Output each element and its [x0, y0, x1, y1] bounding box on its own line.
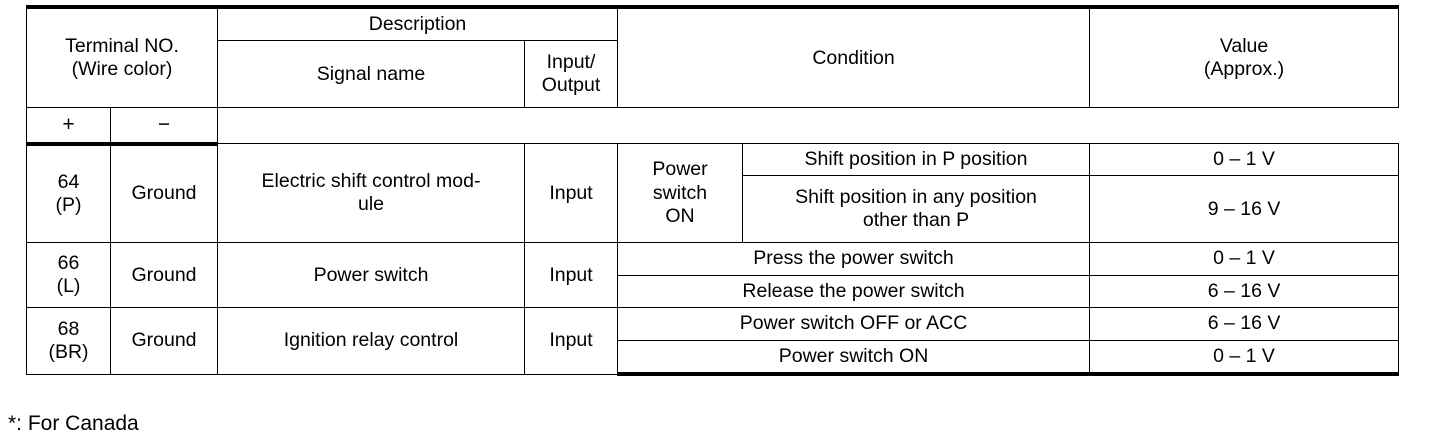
header-value-line2: (Approx.) [1203, 58, 1285, 81]
table-header-row-2: Signal name Input/ Output [27, 40, 1399, 109]
header-signal-name: Signal name [217, 40, 525, 109]
row-value: 0 – 1 V [1089, 339, 1400, 377]
header-terminal-no: Terminal NO. (Wire color) [26, 5, 218, 109]
terminal-specification-table: Terminal NO. (Wire color) Description Co… [26, 5, 1400, 377]
row-signal-name: Ignition relay control [217, 307, 525, 375]
header-terminal-minus: − [110, 107, 218, 146]
header-value-line1: Value [1219, 34, 1269, 57]
row-input-output: Input [523, 307, 619, 375]
row-condition: Press the power switch [617, 242, 1091, 276]
row-value: 0 – 1 V [1089, 242, 1400, 276]
row-condition: Power switch ON [617, 339, 1091, 377]
header-wire-color-line2: (Wire color) [71, 58, 173, 81]
table-row: 64 (P) Ground Electric shift control mod… [26, 143, 1400, 244]
row-condition: Shift position in P position [742, 143, 1091, 177]
row-terminal-number: 64 (P) [26, 143, 111, 244]
row-terminal-number: 68 (BR) [26, 307, 111, 375]
row-ground: Ground [110, 143, 218, 244]
header-input-output-line2: Output [541, 74, 601, 97]
row-signal-name: Power switch [217, 242, 525, 309]
table-row: Power switch ON 0 – 1 V [27, 339, 1400, 377]
row-input-output: Input [523, 242, 619, 309]
row-value: 6 – 16 V [1089, 274, 1400, 309]
row-condition: Shift position in any position other tha… [742, 175, 1091, 244]
terminal-number-value: 64 [57, 170, 80, 193]
row-input-output: Input [523, 143, 619, 244]
row-value: 6 – 16 V [1089, 307, 1400, 341]
terminal-number-value: 68 [57, 317, 80, 340]
row-condition-group: Power switch ON [617, 143, 744, 244]
footnote: *: For Canada [8, 412, 139, 435]
table-row: 68 (BR) Ground Ignition relay control In… [26, 307, 1400, 375]
terminal-number-value: 66 [57, 251, 80, 274]
table-row: Release the power switch 6 – 16 V [27, 274, 1400, 309]
row-value: 0 – 1 V [1089, 143, 1400, 177]
terminal-wire-color-value: (BR) [48, 340, 89, 363]
header-value: Value (Approx.) [1089, 5, 1400, 109]
header-input-output: Input/ Output [523, 40, 619, 109]
row-signal-name: Electric shift control mod- ule [217, 143, 525, 244]
table-header-row-1: Terminal NO. (Wire color) Description Co… [26, 5, 1400, 109]
header-input-output-line1: Input/ [546, 51, 596, 73]
row-ground: Ground [110, 307, 218, 375]
row-terminal-number: 66 (L) [26, 242, 111, 309]
row-ground: Ground [110, 242, 218, 309]
terminal-wire-color-value: (L) [56, 275, 81, 298]
table-header-row-3: + − [26, 107, 1399, 146]
row-condition: Release the power switch [617, 274, 1091, 309]
header-condition: Condition [617, 5, 1091, 109]
terminal-wire-color-value: (P) [55, 194, 82, 217]
header-terminal-no-line1: Terminal NO. [65, 34, 179, 57]
header-description: Description [216, 5, 619, 42]
table-row: 66 (L) Ground Power switch Input Press t… [26, 242, 1400, 309]
row-value: 9 – 16 V [1089, 175, 1400, 244]
row-condition: Power switch OFF or ACC [617, 307, 1091, 341]
table-row: Shift position in any position other tha… [27, 175, 1400, 244]
header-terminal-plus: + [26, 107, 111, 146]
